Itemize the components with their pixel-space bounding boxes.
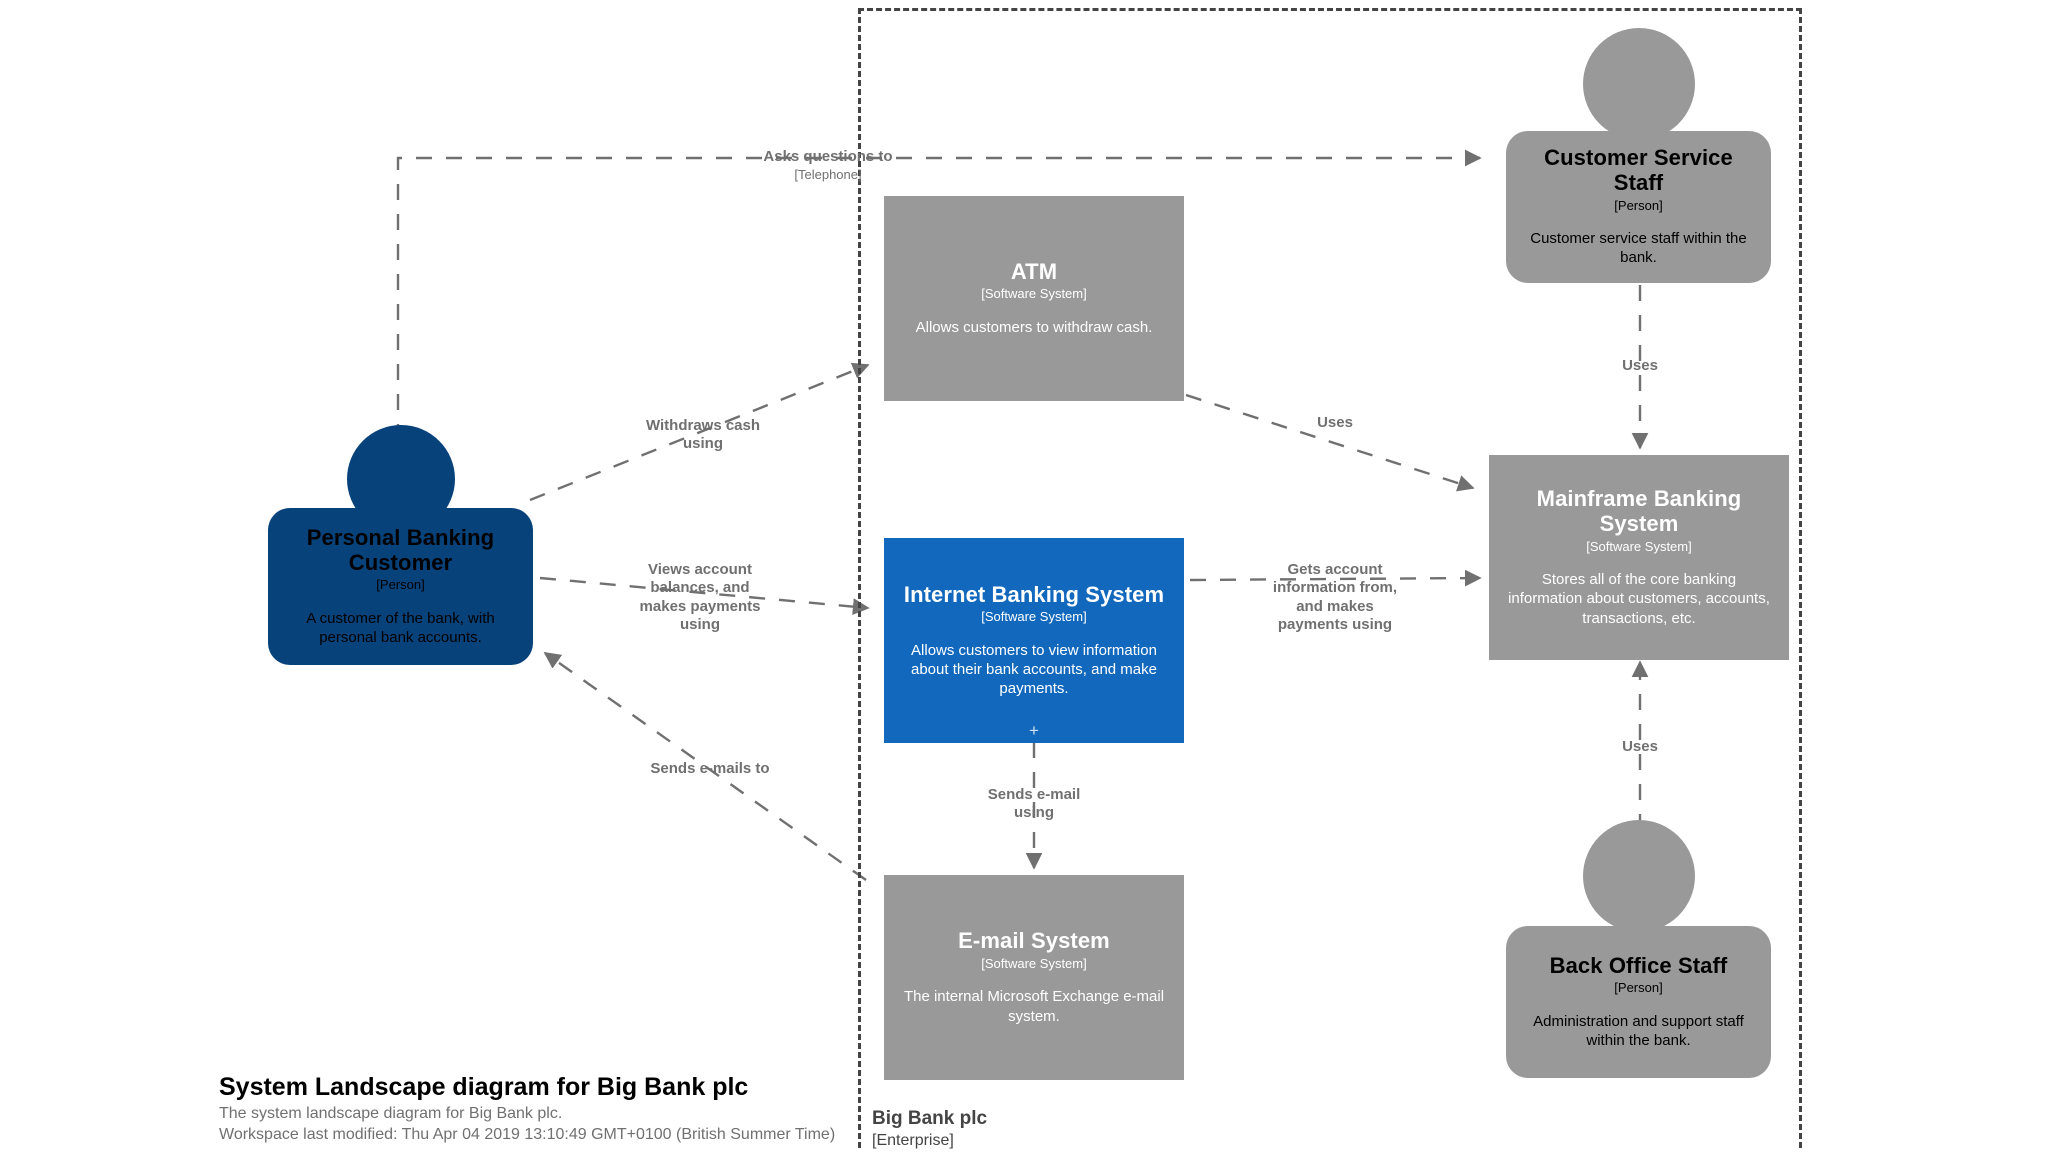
enterprise-boundary[interactable]	[858, 8, 1802, 1148]
node-description: A customer of the bank, with personal ba…	[306, 609, 495, 646]
boundary-label: Big Bank plc [Enterprise]	[872, 1107, 987, 1151]
edge-label-bos-uses: Uses	[1560, 738, 1720, 756]
node-description: Customer service staff within the bank.	[1530, 230, 1747, 267]
edge-label-views-account: Views account balances, and makes paymen…	[570, 561, 830, 634]
node-type: [Software System]	[981, 609, 1087, 625]
person-body: Customer Service Staff [Person] Customer…	[1506, 131, 1771, 283]
edge-label-text: Uses	[1622, 738, 1658, 755]
node-title: Internet Banking System	[903, 581, 1165, 607]
person-body: Personal Banking Customer [Person] A cus…	[268, 508, 533, 665]
node-type: [Person]	[376, 577, 425, 593]
edge-label-text-2: balances, and	[650, 579, 750, 597]
node-type: [Person]	[1614, 197, 1663, 213]
caption-modified: Workspace last modified: Thu Apr 04 2019…	[219, 1126, 836, 1144]
person-head-icon	[1582, 28, 1695, 140]
edge-label-text-2: using	[1014, 804, 1054, 822]
node-customer-service-staff[interactable]: Customer Service Staff [Person] Customer…	[1506, 28, 1771, 283]
node-title: ATM	[1010, 258, 1058, 284]
edge-label-sends-emails-to: Sends e-mails to	[580, 760, 840, 778]
edge-label-text-2: using	[683, 435, 723, 453]
edge-label-text-3: makes payments	[639, 597, 761, 615]
node-email-system[interactable]: E-mail System [Software System] The inte…	[884, 875, 1184, 1080]
edge-label-text: Asks questions to	[763, 148, 893, 165]
edge-label-sends-email-using: Sends e-mail using	[934, 786, 1134, 823]
node-description: The internal Microsoft Exchange e-mail s…	[903, 988, 1165, 1025]
edge-label-withdraws-cash: Withdraws cash using	[568, 417, 838, 454]
edge-label-tech: [Telephone]	[794, 167, 862, 183]
node-title: Customer Service Staff	[1544, 145, 1733, 196]
edge-label-text-4: payments using	[1277, 615, 1393, 633]
page-title: System Landscape diagram for Big Bank pl…	[219, 1073, 749, 1101]
edge-label-text: Views account	[648, 561, 752, 578]
boundary-name: Big Bank plc	[872, 1108, 988, 1129]
node-title: Back Office Staff	[1549, 952, 1728, 978]
node-title: Personal Banking Customer	[306, 524, 495, 575]
node-type: [Person]	[1614, 980, 1663, 996]
edge-label-asks-questions: Asks questions to [Telephone]	[678, 148, 978, 183]
node-title: Mainframe Banking System	[1536, 486, 1742, 536]
boundary-type: [Enterprise]	[872, 1131, 954, 1149]
edge-label-text-4: using	[680, 615, 720, 633]
edge-label-text: Uses	[1622, 357, 1658, 374]
edge-label-text: Sends e-mail	[987, 786, 1081, 803]
edge-label-atm-uses: Uses	[1255, 414, 1415, 432]
person-head-icon	[1582, 820, 1695, 932]
node-internet-banking-system[interactable]: Internet Banking System [Software System…	[884, 538, 1184, 743]
node-description: Allows customers to withdraw cash.	[915, 319, 1153, 337]
expand-plus-icon[interactable]: +	[1029, 721, 1039, 740]
diagram-caption: System Landscape diagram for Big Bank pl…	[219, 1072, 859, 1145]
node-type: [Software System]	[981, 955, 1087, 971]
edge-label-text: Gets account	[1287, 561, 1383, 578]
node-title: E-mail System	[958, 928, 1110, 954]
caption-subtitle: The system landscape diagram for Big Ban…	[219, 1105, 563, 1123]
node-description: Administration and support staff within …	[1533, 1012, 1744, 1050]
person-body: Back Office Staff [Person] Administratio…	[1506, 926, 1771, 1078]
edge-label-css-uses: Uses	[1560, 357, 1720, 375]
node-type: [Software System]	[1586, 538, 1692, 554]
node-type: [Software System]	[981, 286, 1087, 302]
node-personal-banking-customer[interactable]: Personal Banking Customer [Person] A cus…	[268, 425, 533, 665]
edge-label-text: Withdraws cash	[645, 417, 761, 434]
node-description: Stores all of the core banking informati…	[1508, 571, 1770, 627]
edge-label-text-2: information from,	[1272, 579, 1398, 597]
edge-label-text: Sends e-mails to	[650, 760, 770, 777]
node-back-office-staff[interactable]: Back Office Staff [Person] Administratio…	[1506, 820, 1771, 1078]
node-atm[interactable]: ATM [Software System] Allows customers t…	[884, 196, 1184, 401]
edge-label-gets-account-info: Gets account information from, and makes…	[1205, 561, 1465, 634]
node-description: Allows customers to view information abo…	[911, 641, 1157, 698]
edge-label-text: Uses	[1317, 414, 1353, 431]
edge-label-text-3: and makes	[1296, 597, 1374, 615]
node-mainframe-banking-system[interactable]: Mainframe Banking System [Software Syste…	[1489, 455, 1789, 660]
